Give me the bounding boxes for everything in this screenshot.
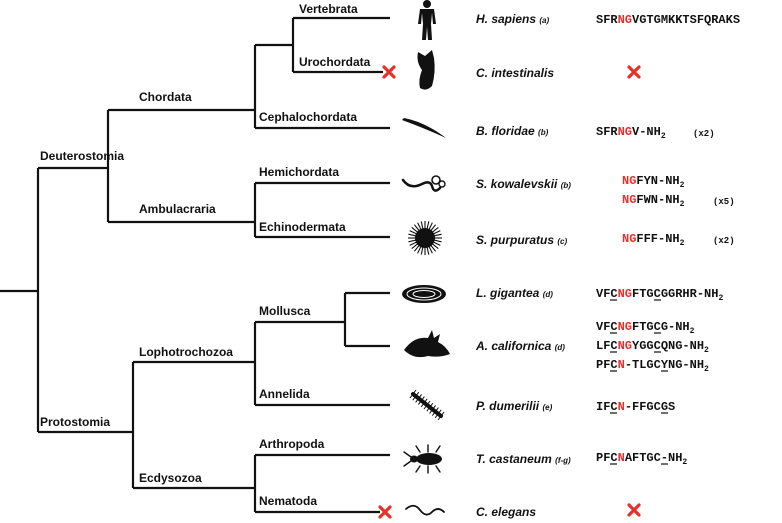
sequence-a-californica-1: VFCNGFTGCG-NH2 bbox=[596, 320, 695, 336]
ecdysozoa-branch bbox=[133, 453, 390, 514]
sequence-s-kowalevskii-2: NGFWN-NH2 bbox=[622, 193, 685, 209]
tree-branches bbox=[0, 16, 390, 514]
gene-loss-markers bbox=[378, 65, 396, 519]
species-b-floridae: B. floridae (b) bbox=[476, 124, 549, 138]
sequence-s-purpuratus: NGFFF-NH2 bbox=[622, 232, 685, 248]
organism-silhouettes bbox=[401, 0, 450, 516]
clade-cephalochordata: Cephalochordata bbox=[259, 110, 357, 124]
ragworm-icon bbox=[409, 389, 445, 421]
nematode-icon bbox=[405, 504, 445, 516]
limpet-icon bbox=[402, 285, 446, 303]
species-h-sapiens: H. sapiens (a) bbox=[476, 12, 549, 26]
acorn-worm-icon bbox=[401, 175, 446, 192]
sea-squirt-icon bbox=[417, 50, 435, 90]
cross-icon bbox=[382, 65, 396, 79]
species-c-elegans: C. elegans bbox=[476, 505, 536, 519]
multiplicity-s-kowalevskii: (x5) bbox=[713, 197, 735, 207]
clade-lophotrochozoa: Lophotrochozoa bbox=[139, 345, 233, 359]
human-icon bbox=[418, 0, 436, 40]
protostomia-branch bbox=[38, 362, 135, 488]
species-a-californica: A. californica (d) bbox=[475, 339, 565, 353]
clade-labels: Deuterostomia Chordata Ambulacraria Vert… bbox=[40, 2, 371, 508]
clade-urochordata: Urochordata bbox=[299, 55, 371, 69]
clade-hemichordata: Hemichordata bbox=[259, 165, 339, 179]
species-c-intestinalis: C. intestinalis bbox=[476, 66, 554, 80]
sequence-t-castaneum: PFCNAFTGC-NH2 bbox=[596, 451, 687, 467]
sequence-s-kowalevskii-1: NGFYN-NH2 bbox=[622, 174, 685, 190]
clade-arthropoda: Arthropoda bbox=[259, 437, 325, 451]
multiplicity-b-floridae: (x2) bbox=[693, 129, 715, 139]
clade-ecdysozoa: Ecdysozoa bbox=[139, 471, 202, 485]
sequence-b-floridae: SFRNGV-NH2 bbox=[596, 125, 666, 141]
root-branch bbox=[0, 168, 40, 432]
clade-echinodermata: Echinodermata bbox=[259, 220, 346, 234]
peptide-sequences: SFRNGVGTGMKKTSFQRAKS SFRNGV-NH2 (x2) NGF… bbox=[596, 13, 740, 517]
clade-chordata: Chordata bbox=[139, 90, 192, 104]
beetle-icon bbox=[403, 444, 442, 474]
species-labels: H. sapiens (a) C. intestinalis B. florid… bbox=[475, 12, 571, 519]
olfactores-branch bbox=[255, 16, 390, 74]
clade-ambulacraria: Ambulacraria bbox=[139, 202, 216, 216]
cross-icon bbox=[627, 65, 641, 79]
sequence-a-californica-3: PFCN-TLGCYNG-NH2 bbox=[596, 358, 709, 374]
lancelet-icon bbox=[402, 118, 446, 138]
lophotrochozoa-branch bbox=[133, 322, 257, 405]
sequence-h-sapiens: SFRNGVGTGMKKTSFQRAKS bbox=[596, 13, 740, 27]
sequence-l-gigantea: VFCNGFTGCGGRHR-NH2 bbox=[596, 287, 723, 303]
cross-icon bbox=[378, 505, 392, 519]
species-s-kowalevskii: S. kowalevskii (b) bbox=[476, 177, 571, 191]
species-t-castaneum: T. castaneum (f-g) bbox=[476, 452, 571, 466]
mollusca-branch bbox=[255, 291, 390, 348]
sea-urchin-icon bbox=[408, 221, 442, 255]
clade-deuterostomia: Deuterostomia bbox=[40, 149, 124, 163]
cross-icon bbox=[627, 503, 641, 517]
species-p-dumerilii: P. dumerilii (e) bbox=[476, 399, 553, 413]
ambulacraria-branch bbox=[108, 181, 390, 239]
chordata-branch bbox=[108, 45, 257, 128]
sequence-a-californica-2: LFCNGYGGCQNG-NH2 bbox=[596, 339, 709, 355]
cysteine-underlines bbox=[610, 299, 668, 465]
clade-protostomia: Protostomia bbox=[40, 415, 110, 429]
species-s-purpuratus: S. purpuratus (c) bbox=[476, 233, 567, 247]
sea-hare-icon bbox=[404, 330, 450, 358]
clade-nematoda: Nematoda bbox=[259, 494, 317, 508]
species-l-gigantea: L. gigantea (d) bbox=[476, 286, 553, 300]
clade-vertebrata: Vertebrata bbox=[299, 2, 358, 16]
sequence-p-dumerilii: IFCN-FFGCGS bbox=[596, 400, 675, 414]
multiplicity-s-purpuratus: (x2) bbox=[713, 236, 735, 246]
deuterostomia-branch bbox=[38, 110, 110, 222]
clade-annelida: Annelida bbox=[259, 387, 310, 401]
clade-mollusca: Mollusca bbox=[259, 304, 311, 318]
